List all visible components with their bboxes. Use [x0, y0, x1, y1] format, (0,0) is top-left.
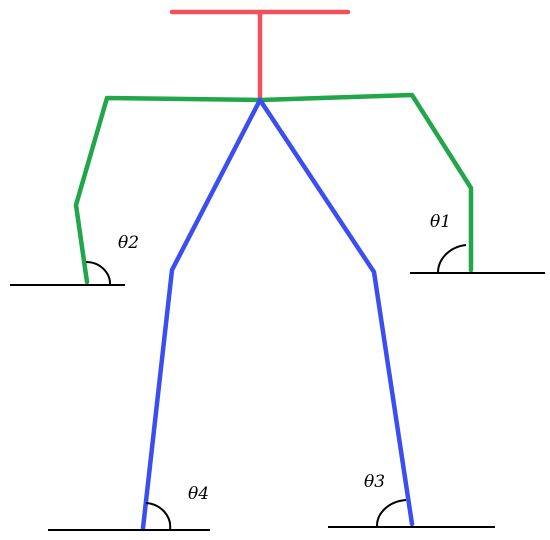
legs — [140, 97, 415, 531]
ground-lines — [10, 272, 545, 531]
label-theta4: θ4 — [188, 484, 209, 504]
angle-arcs — [85, 244, 467, 531]
arms — [73, 92, 474, 285]
left-leg — [140, 97, 263, 531]
head-segment — [169, 9, 351, 103]
arc-theta1 — [436, 244, 467, 274]
right-arm — [257, 92, 474, 273]
arc-theta3 — [375, 499, 407, 528]
arc-theta4 — [145, 502, 172, 531]
left-arm — [73, 95, 263, 285]
angle-labels: θ1 θ2 θ3 θ4 — [118, 212, 451, 504]
label-theta2: θ2 — [118, 233, 139, 253]
label-theta3: θ3 — [364, 472, 385, 492]
label-theta1: θ1 — [430, 212, 451, 232]
right-leg — [257, 97, 415, 527]
arc-theta2 — [85, 260, 112, 286]
